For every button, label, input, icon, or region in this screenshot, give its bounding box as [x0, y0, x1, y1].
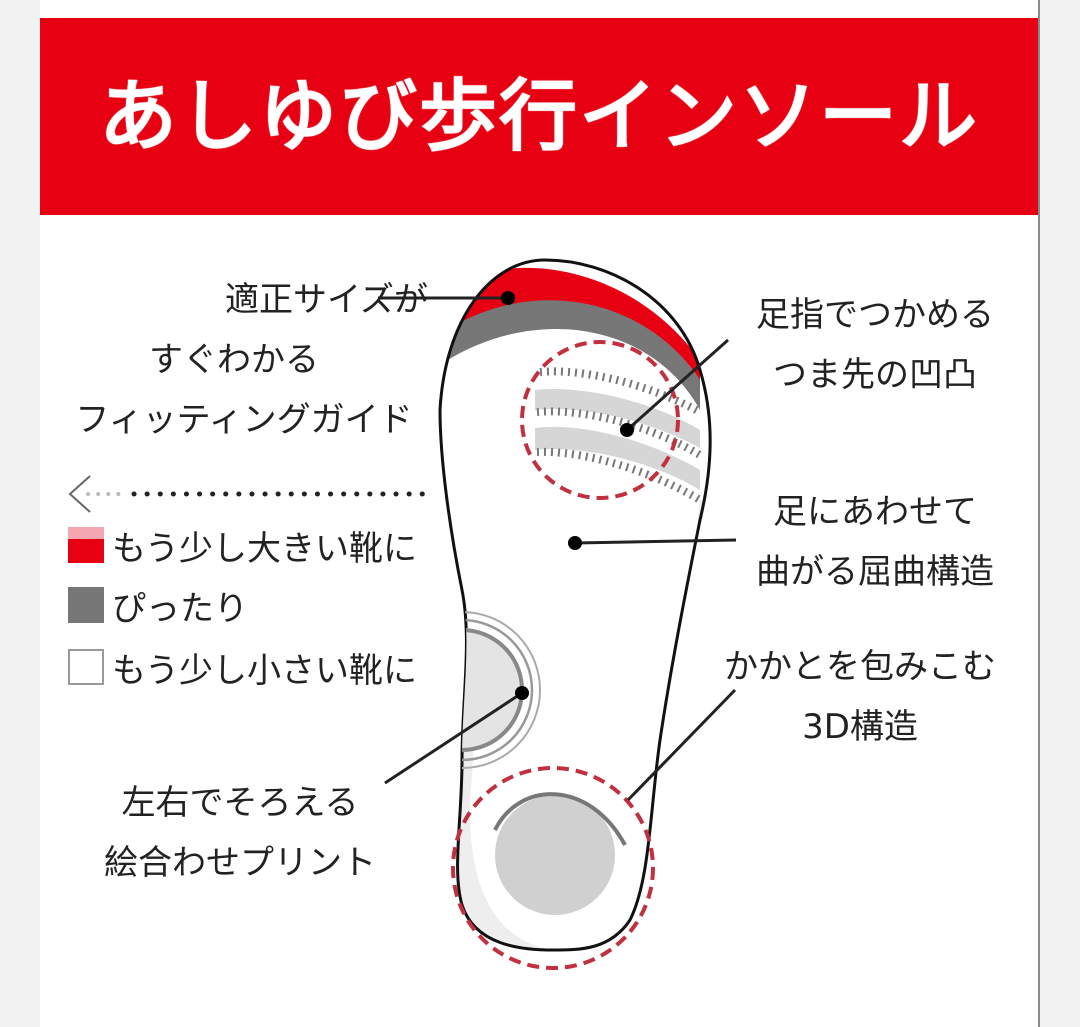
callout-toe-grip: 足指でつかめる つま先の凹凸: [756, 295, 994, 395]
leader-matching-print: [384, 686, 529, 785]
leader-flex-structure: [568, 536, 737, 550]
legend-item-larger: もう少し大きい靴に: [68, 525, 417, 569]
leader-heel-3d: [626, 688, 737, 802]
heel-highlight-circle: [451, 766, 655, 970]
callout-fitting-guide: 適正サイズが すぐわかる フィッティングガイド: [75, 280, 428, 440]
legend-item-fit: ぴったり: [68, 585, 248, 629]
callout-matching-print: 左右でそろえる 絵合わせプリント: [104, 783, 376, 883]
toe-grip-pattern: [535, 367, 703, 504]
legend-item-smaller: もう少し小さい靴に: [68, 647, 417, 691]
callout-heel-3d: かかとを包みこむ 3D構造: [724, 647, 996, 747]
left-arrow-dotted-icon: [68, 475, 429, 513]
heel-cup-icon: [493, 792, 627, 915]
white-swatch-icon: [68, 649, 104, 685]
title-banner: あしゆび歩行インソール: [40, 18, 1038, 215]
callout-flex-structure: 足にあわせて 曲がる屈曲構造: [756, 492, 994, 592]
page-title: あしゆび歩行インソール: [98, 71, 979, 162]
leader-fitting-guide: [378, 291, 515, 305]
red-swatch-icon: [68, 527, 104, 563]
gray-swatch-icon: [68, 587, 104, 623]
toe-highlight-circle: [520, 340, 680, 500]
leader-toe-grip: [620, 338, 729, 437]
